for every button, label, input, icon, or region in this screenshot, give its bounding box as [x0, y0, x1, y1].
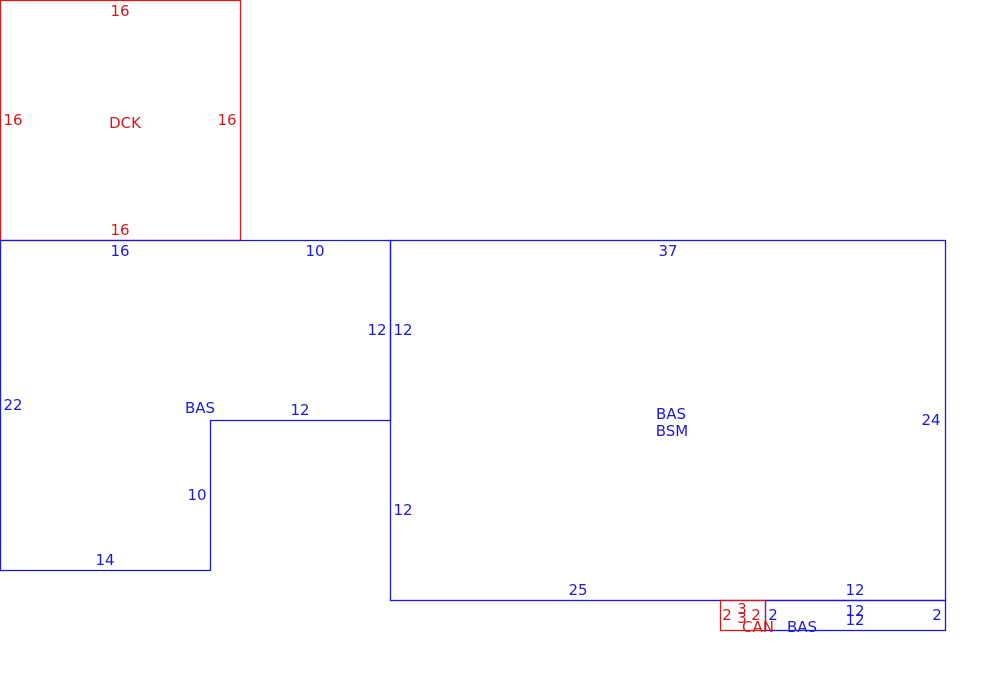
main-wing-dim-left-upper: 12	[393, 321, 412, 339]
strip-dim-left: 2	[768, 606, 778, 624]
main-wing-label-bsm: BSM	[656, 422, 689, 440]
main-wing-dim-top: 37	[658, 242, 677, 260]
canopy-dim-inner: 3	[737, 609, 747, 627]
left-wing-dim-left: 22	[3, 396, 22, 414]
main-wing-dim-left-lower: 12	[393, 501, 412, 519]
main-wing-dim-right: 24	[921, 411, 940, 429]
canopy-label: CAN	[742, 618, 774, 636]
left-wing-dim-bottom: 14	[95, 551, 114, 569]
strip-label: BAS	[787, 618, 817, 636]
main-wing-dim-bottom: 25	[568, 581, 587, 599]
main-wing-dim-ledge: 12	[845, 581, 864, 599]
strip-dim-right: 2	[932, 606, 942, 624]
canopy-dim-top: 3	[737, 600, 747, 618]
left-wing-dim-inner-right: 12	[367, 321, 386, 339]
strip-dim-top: 12	[845, 602, 864, 620]
main-wing-label-bas: BAS	[656, 405, 686, 423]
canopy-dim-left: 2	[722, 606, 732, 624]
main-wing-outline	[389, 239, 947, 602]
deck-label: DCK	[109, 114, 142, 132]
deck-dim-top: 16	[110, 2, 129, 20]
left-wing-dim-notch-side: 10	[187, 486, 206, 504]
left-wing-dim-notch-top: 12	[290, 401, 309, 419]
left-wing-dim-top-a: 16	[110, 242, 129, 260]
deck-dim-right: 16	[217, 111, 236, 129]
left-wing-dim-top-b: 10	[305, 242, 324, 260]
deck-dim-bottom: 16	[110, 221, 129, 239]
canopy-dim-right: 2	[751, 606, 761, 624]
strip-dim-bottom: 12	[845, 611, 864, 629]
left-wing-label: BAS	[185, 399, 215, 417]
canopy-outline	[719, 599, 767, 632]
deck-dim-left: 16	[3, 111, 22, 129]
